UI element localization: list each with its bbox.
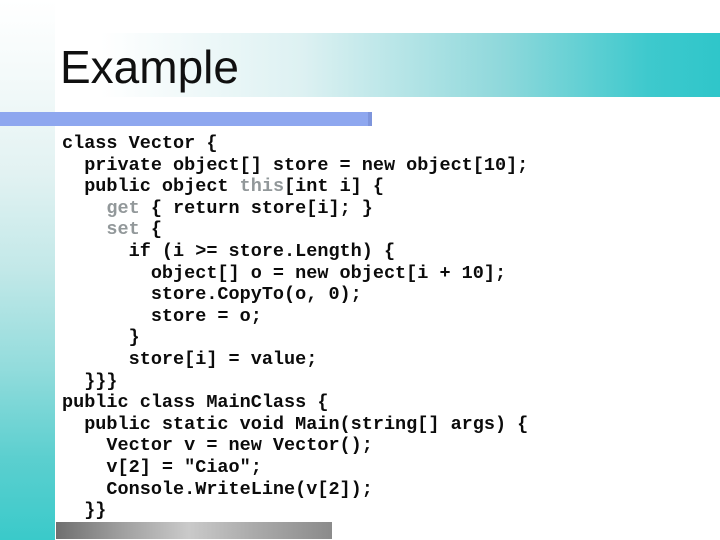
code-line: public object this[int i] { <box>62 176 384 198</box>
code-line: get { return store[i]; } <box>106 197 373 219</box>
code-line: v[2] = "Ciao"; <box>62 456 262 478</box>
slide-title: Example <box>60 41 239 93</box>
title-accent-bar <box>0 112 372 126</box>
code-line: }}} <box>62 370 118 392</box>
code-line: if (i >= store.Length) { <box>62 240 396 262</box>
code-line: store[i] = value; <box>62 348 318 370</box>
code-line: public static void Main(string[] args) { <box>62 413 529 435</box>
code-line: class Vector { <box>62 133 218 154</box>
code-line: } <box>62 327 140 349</box>
code-line: public class MainClass { <box>62 392 329 414</box>
keyword-token: get <box>106 197 140 219</box>
keyword-token: set <box>106 219 140 241</box>
code-line: Console.WriteLine(v[2]); <box>62 478 373 500</box>
code-line: store = o; <box>62 305 262 327</box>
title-gradient-band <box>0 33 720 97</box>
code-line: store.CopyTo(o, 0); <box>62 284 362 306</box>
keyword-token: this <box>239 176 285 198</box>
code-line: set { <box>106 219 162 241</box>
code-line: private object[] store = new object[10]; <box>62 154 529 176</box>
code-line: object[] o = new object[i + 10]; <box>62 262 507 284</box>
code-block: class Vector { private object[] store = … <box>62 133 528 522</box>
bottom-gradient-bar <box>56 522 332 539</box>
code-line: }} <box>62 500 107 522</box>
code-line: Vector v = new Vector(); <box>62 435 373 457</box>
